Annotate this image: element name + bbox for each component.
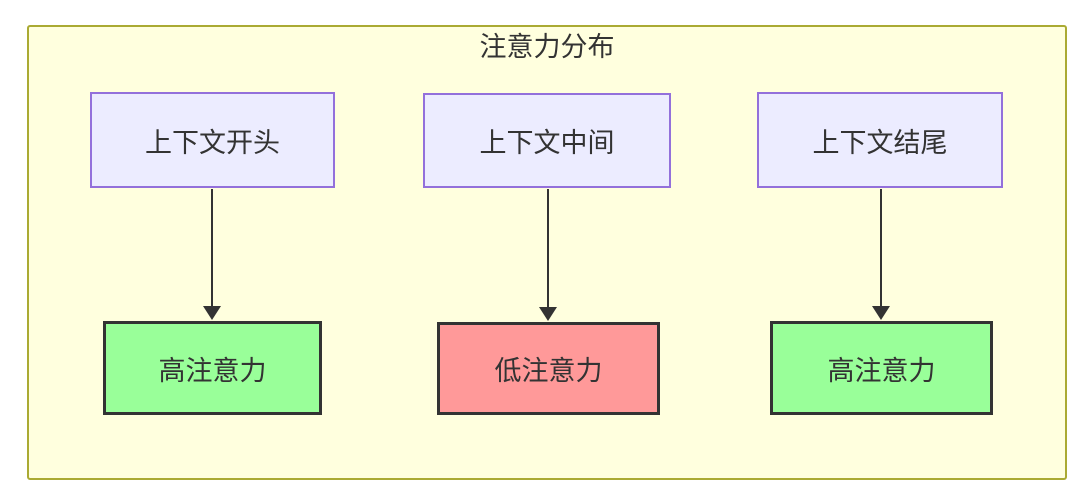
node-label: 上下文中间 [479, 128, 615, 158]
node-context-start: 上下文开头 [90, 92, 335, 188]
diagram-title: 注意力分布 [479, 32, 615, 62]
node-context-middle: 上下文中间 [423, 93, 671, 188]
node-low-attention-middle: 低注意力 [437, 322, 660, 415]
node-label: 上下文结尾 [812, 127, 948, 158]
node-high-attention-end: 高注意力 [770, 321, 993, 415]
node-high-attention-start: 高注意力 [103, 321, 322, 415]
node-label: 低注意力 [494, 356, 603, 386]
node-label: 高注意力 [158, 355, 267, 386]
node-label: 上下文开头 [145, 127, 280, 158]
node-label: 高注意力 [827, 355, 936, 386]
node-context-end: 上下文结尾 [757, 92, 1003, 188]
